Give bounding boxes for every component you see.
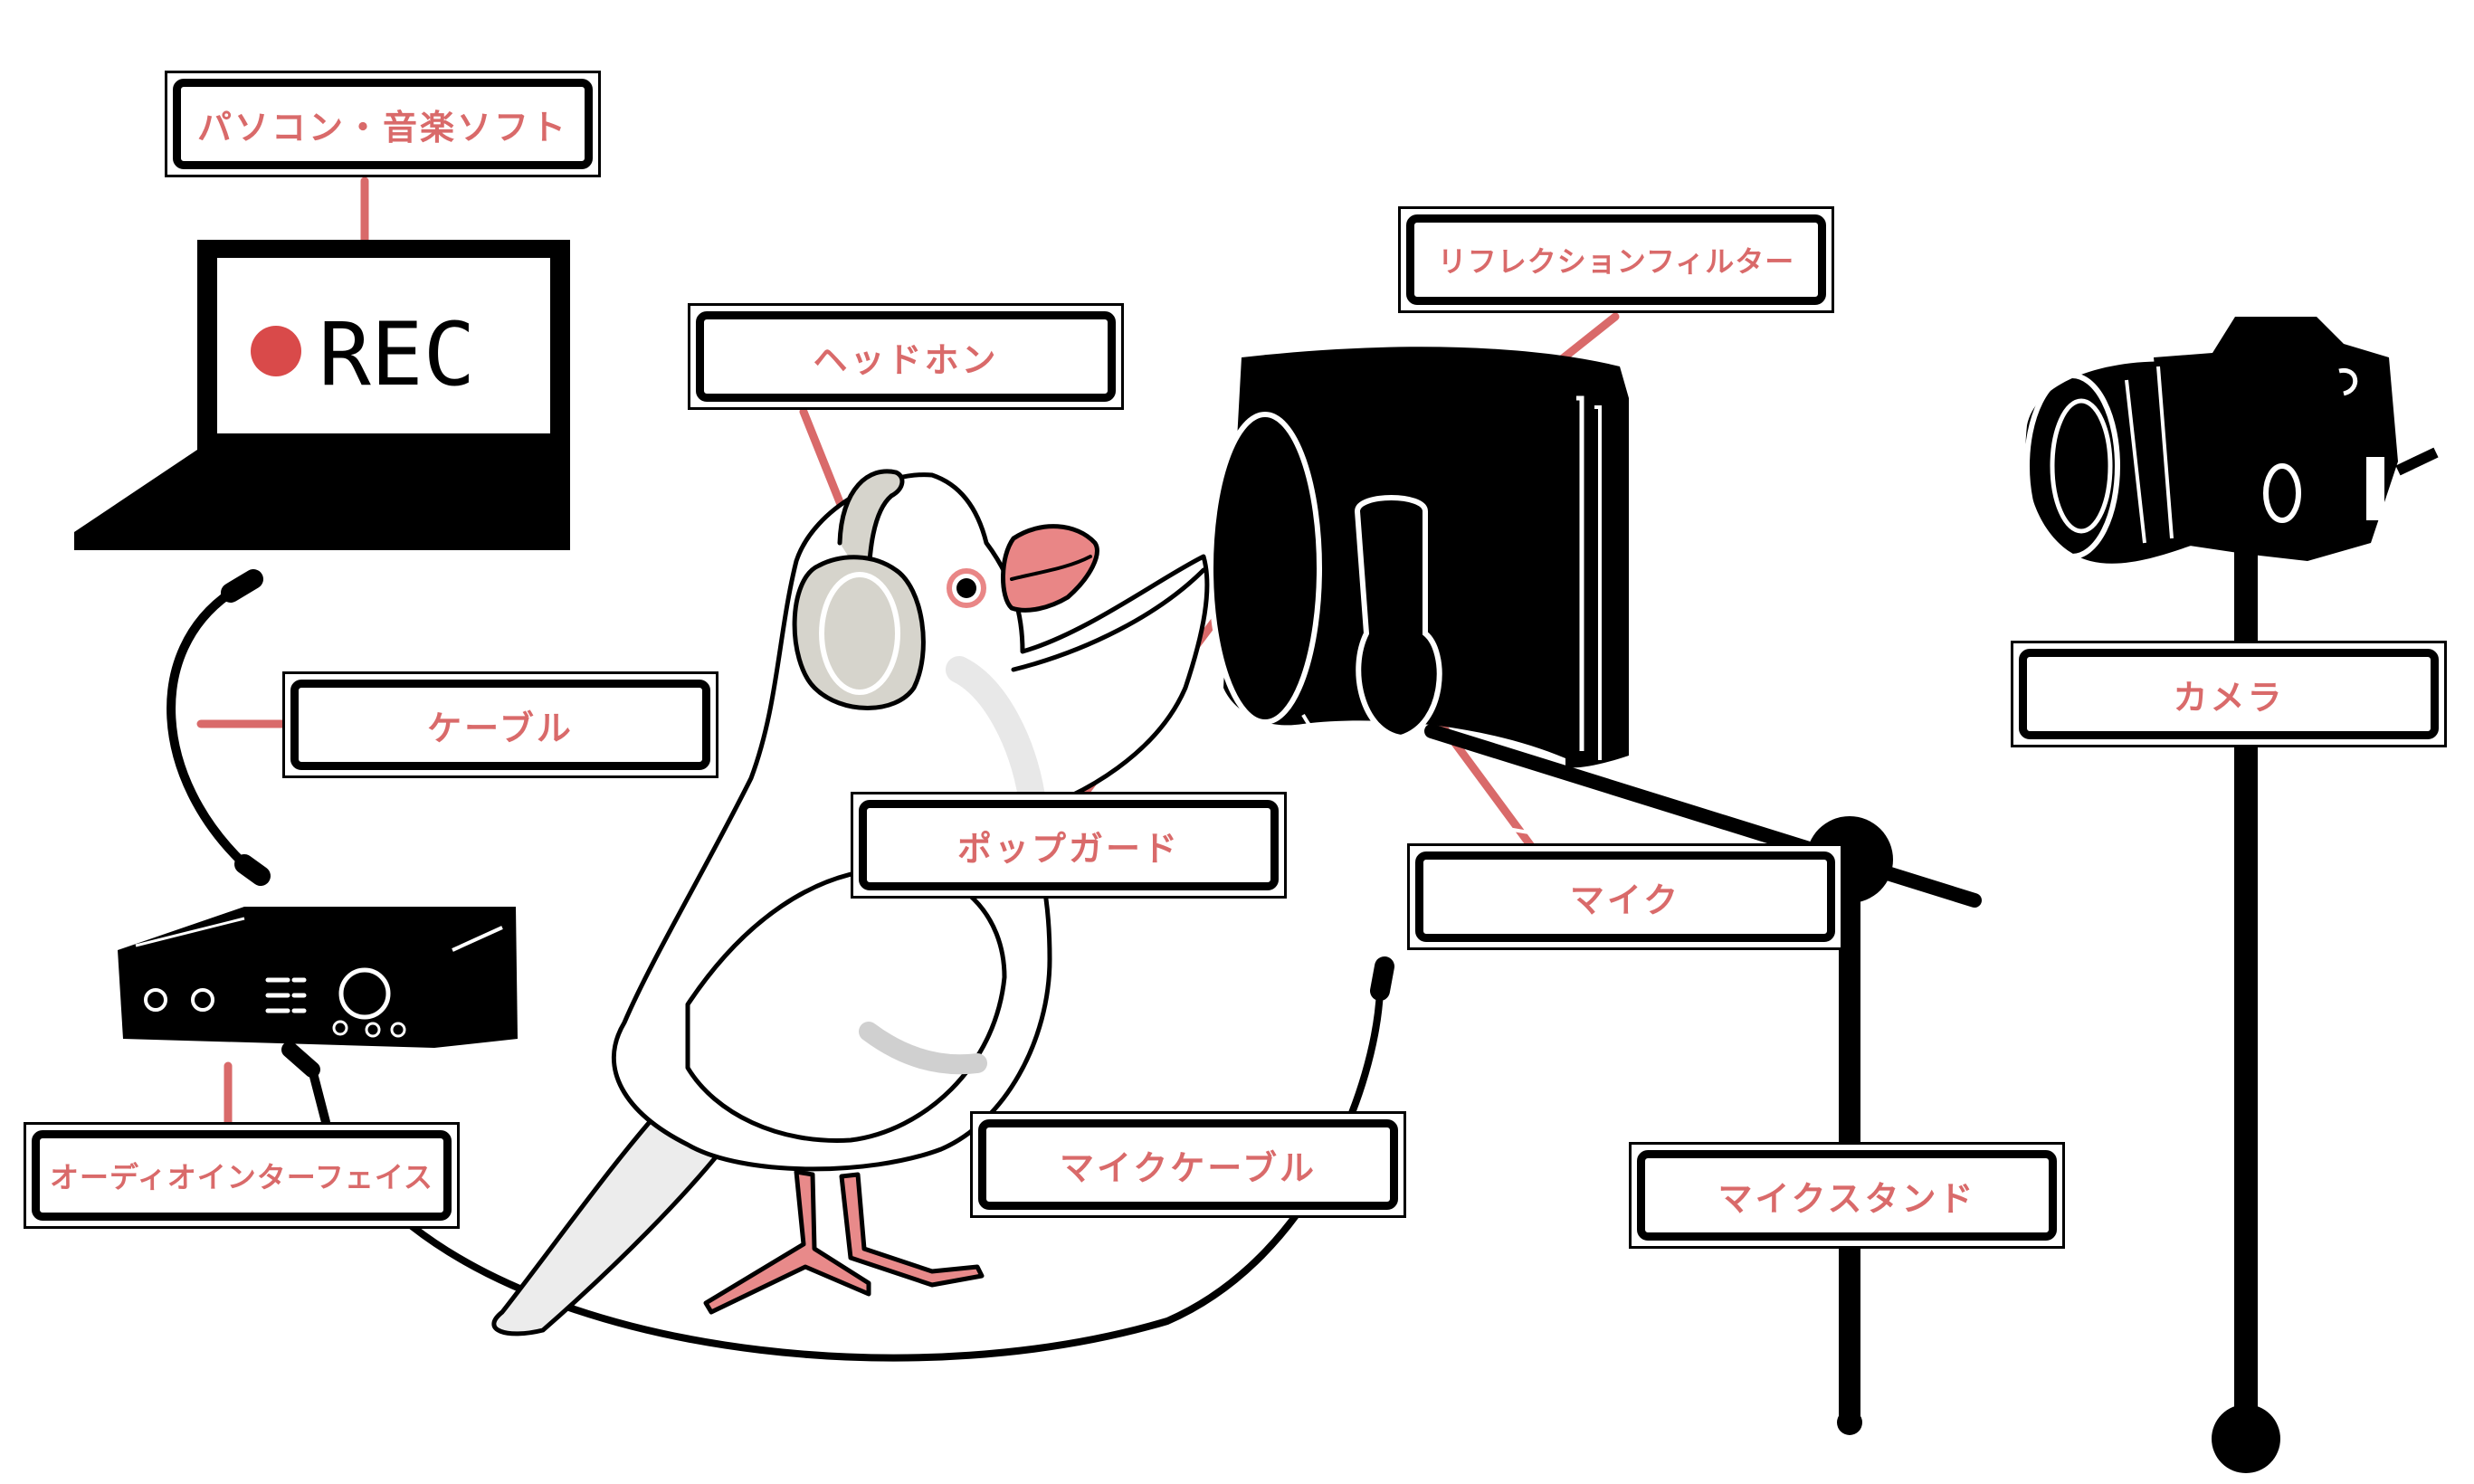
camera bbox=[2024, 317, 2439, 1473]
label-mic-cable: マイクケーブル bbox=[970, 1111, 1406, 1218]
reflection-filter bbox=[1208, 347, 1629, 834]
bird-beak bbox=[1001, 524, 1099, 613]
headphone-earcup bbox=[792, 555, 926, 710]
volume-dial-icon bbox=[338, 967, 391, 1020]
laptop-keyboard-base bbox=[74, 450, 570, 550]
label-reflection-filter-text: リフレクションフィルター bbox=[1406, 214, 1826, 305]
label-cable-text: ケーブル bbox=[290, 680, 710, 770]
label-camera-text: カメラ bbox=[2019, 649, 2439, 739]
label-pop-guard: ポップガード bbox=[851, 792, 1287, 899]
label-audio-interface: オーディオインターフェイス bbox=[24, 1122, 460, 1229]
microphone bbox=[1354, 495, 1442, 741]
knob-icon bbox=[144, 988, 167, 1012]
bird-feet bbox=[703, 1169, 985, 1315]
mic-stand bbox=[1424, 724, 1982, 1435]
label-mic-stand: マイクスタンド bbox=[1629, 1142, 2065, 1249]
tripod-foot bbox=[2212, 1404, 2280, 1473]
label-mic: マイク bbox=[1407, 843, 1843, 950]
laptop: REC bbox=[74, 240, 570, 550]
bird-wing bbox=[685, 866, 1007, 1143]
label-pc-software-text: パソコン・音楽ソフト bbox=[173, 79, 593, 169]
bird-tail bbox=[491, 1097, 736, 1337]
bird-eye bbox=[956, 578, 976, 598]
label-pop-guard-text: ポップガード bbox=[859, 800, 1279, 890]
label-pc-software: パソコン・音楽ソフト bbox=[165, 71, 601, 177]
audio-interface bbox=[118, 907, 518, 1127]
rec-text: REC bbox=[319, 304, 475, 405]
label-cable: ケーブル bbox=[282, 671, 718, 778]
interface-body bbox=[118, 907, 518, 1048]
rec-dot-icon bbox=[251, 326, 301, 376]
label-mic-cable-text: マイクケーブル bbox=[978, 1119, 1398, 1210]
label-headphones: ヘッドホン bbox=[688, 303, 1124, 410]
label-audio-interface-text: オーディオインターフェイス bbox=[32, 1130, 452, 1221]
label-camera: カメラ bbox=[2011, 641, 2447, 747]
knob-icon bbox=[191, 988, 214, 1012]
pop-guard-ring bbox=[1208, 412, 1322, 725]
label-headphones-text: ヘッドホン bbox=[696, 311, 1116, 402]
label-mic-text: マイク bbox=[1415, 851, 1835, 942]
label-reflection-filter: リフレクションフィルター bbox=[1398, 206, 1834, 313]
label-mic-stand-text: マイクスタンド bbox=[1637, 1150, 2057, 1241]
short-cable bbox=[167, 569, 271, 886]
camera-body bbox=[2154, 317, 2398, 561]
